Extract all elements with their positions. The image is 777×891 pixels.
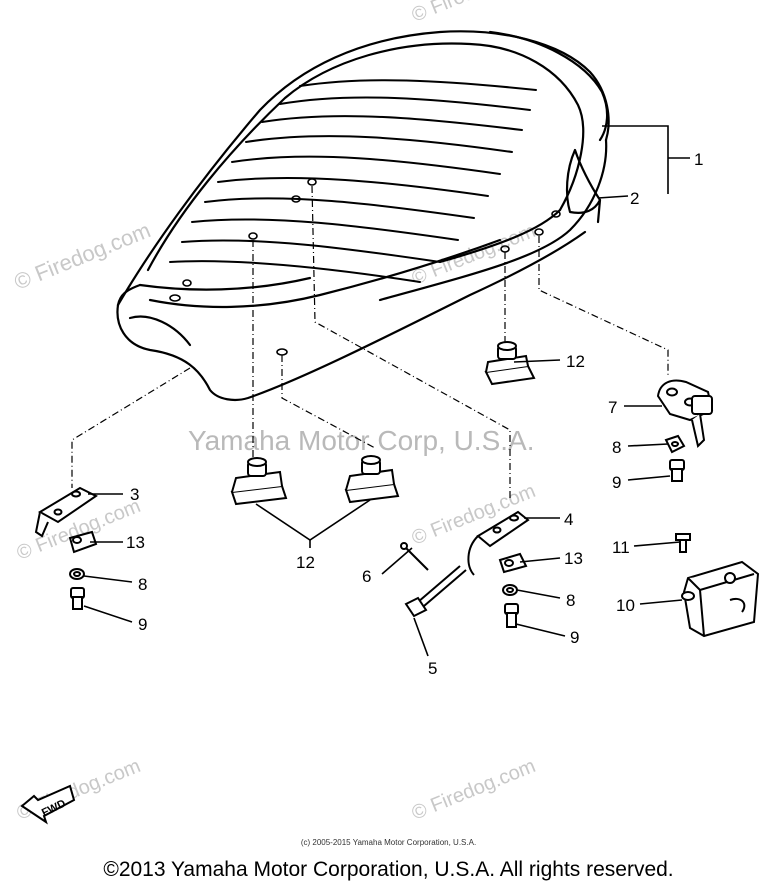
seat (116, 30, 610, 401)
watermark-site: © Firedog.com (409, 755, 539, 825)
assembly-leaders (71, 185, 669, 500)
latch-assembly (656, 379, 714, 482)
lock-assembly (675, 533, 760, 638)
callout-12: 12 (566, 352, 585, 371)
mounting-holes (169, 178, 561, 356)
callout-2: 2 (630, 189, 639, 208)
callout-6: 6 (362, 567, 371, 586)
callout-13: 13 (126, 533, 145, 552)
callout-7: 7 (608, 398, 617, 417)
callout-8: 8 (612, 438, 621, 457)
callout-4: 4 (564, 510, 573, 529)
callout-12: 12 (296, 553, 315, 572)
watermark-site: © Firedog.com (409, 0, 539, 27)
callout-8: 8 (138, 575, 147, 594)
footer-copyright: ©2013 Yamaha Motor Corporation, U.S.A. A… (103, 858, 674, 881)
callout-1: 1 (694, 150, 703, 169)
part-12-top (484, 341, 536, 386)
left-bracket-assembly (34, 486, 98, 610)
callout-9: 9 (570, 628, 579, 647)
callouts: 1 2 3 13 8 9 12 12 4 13 8 9 6 5 7 8 9 11… (126, 150, 703, 678)
fwd-arrow: FWD (20, 784, 76, 825)
callout-3: 3 (130, 485, 139, 504)
watermark-site: © Firedog.com (409, 220, 539, 290)
callout-10: 10 (616, 596, 635, 615)
callout-13: 13 (564, 549, 583, 568)
callout-9: 9 (138, 615, 147, 634)
callout-leaders (83, 125, 690, 657)
callout-5: 5 (428, 659, 437, 678)
callout-9: 9 (612, 473, 621, 492)
small-copyright: (c) 2005-2015 Yamaha Motor Corporation, … (300, 838, 477, 847)
bolt-and-pin (400, 542, 467, 618)
center-bracket-assembly (467, 510, 530, 628)
callout-8: 8 (566, 591, 575, 610)
callout-11: 11 (612, 538, 630, 557)
part-12-pair (230, 455, 400, 506)
seat-pleats (169, 79, 537, 283)
